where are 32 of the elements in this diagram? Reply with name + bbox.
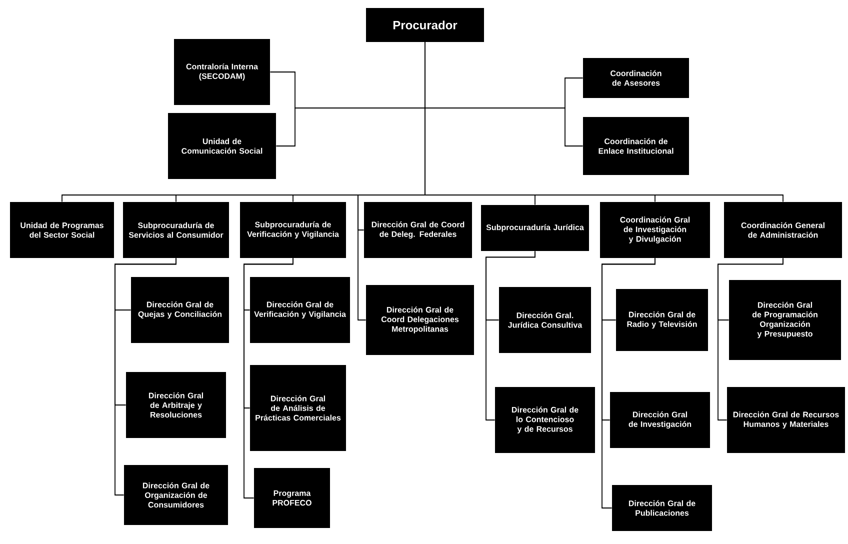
- org-box: Coordinación Gral de Investigación y Divulgación: [600, 202, 710, 258]
- connector-line: [486, 250, 536, 420]
- org-box: Dirección Gral de Recursos Humanos y Materiales: [727, 387, 845, 453]
- org-box: Dirección Gral de Quejas y Conciliación: [131, 277, 229, 343]
- org-box: Unidad de Programas del Sector Social: [10, 202, 114, 258]
- org-box: Subprocuraduría de Verificación y Vigilancia: [240, 202, 346, 258]
- connector-line: [424, 42, 784, 202]
- connector-line: [602, 258, 656, 508]
- connector-line: [114, 258, 176, 496]
- org-box: Subprocuraduría Jurídica: [481, 205, 589, 251]
- org-box: Dirección Gral. Jurídica Consultiva: [499, 287, 591, 353]
- org-box: Procurador: [366, 8, 484, 42]
- org-box: Dirección Gral de Radio y Televisión: [616, 289, 708, 351]
- org-box: Coordinación de Enlace Institucional: [583, 117, 689, 175]
- org-box: Subprocuraduría de Servicios al Consumidor: [123, 202, 229, 258]
- org-box: Coordinación General de Administración: [724, 202, 842, 258]
- org-box: Dirección Gral de Programación Organización y Presupuesto: [729, 280, 841, 360]
- org-box: Coordinación de Asesores: [583, 58, 689, 98]
- connector-line: [244, 258, 294, 498]
- org-box: Dirección Gral de Coord de Deleg. Federales: [364, 202, 472, 258]
- org-box: Programa PROFECO: [254, 468, 330, 528]
- org-box: Dirección Gral de Publicaciones: [612, 485, 712, 531]
- org-box: Dirección Gral de Investigación: [610, 392, 710, 448]
- org-box: Contraloría Interna (SECODAM): [174, 39, 270, 105]
- org-box: Dirección Gral de lo Contencioso y de Recursos: [495, 387, 595, 453]
- org-box: Unidad de Comunicación Social: [168, 113, 276, 179]
- org-box: Dirección Gral de Coord Delegaciones Metropolitanas: [366, 285, 474, 355]
- connector-line: [718, 258, 784, 420]
- org-box: Dirección Gral de Organización de Consumidores: [124, 465, 228, 525]
- org-box: Dirección Gral de Análisis de Prácticas Comerciales: [250, 365, 346, 451]
- org-box: Dirección Gral de Verificación y Vigilancia: [250, 277, 350, 343]
- org-box: Dirección Gral de Arbitraje y Resoluciones: [126, 372, 226, 438]
